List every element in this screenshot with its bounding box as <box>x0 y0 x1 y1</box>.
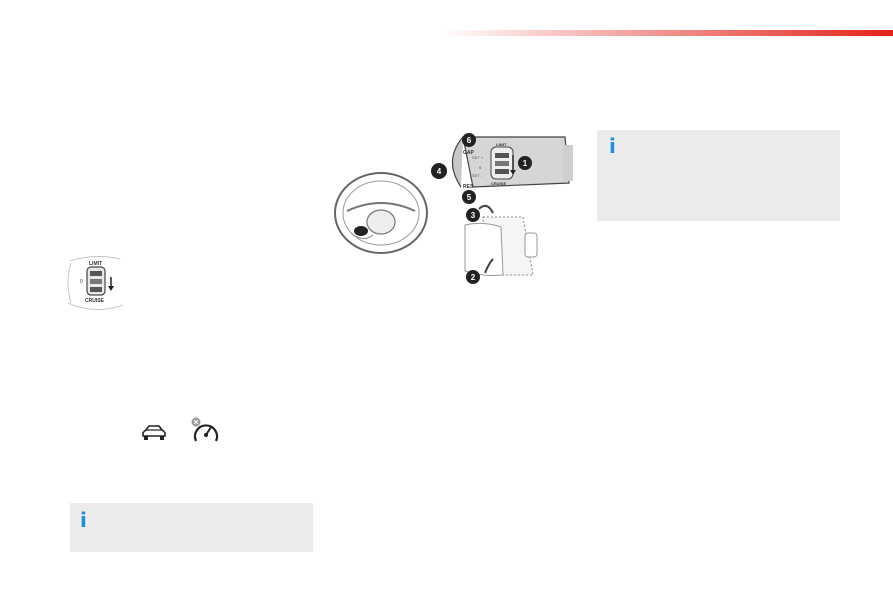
info-box-right: i <box>597 130 840 221</box>
svg-text:1: 1 <box>523 159 528 168</box>
header-accent-bar <box>440 30 893 36</box>
stalk-label-cruise: CRUISE <box>491 181 506 186</box>
lever-label-limit: LIMIT <box>89 261 102 267</box>
stalk-label-zero: 0 <box>479 165 482 170</box>
info-icon: i <box>609 134 616 158</box>
svg-text:4: 4 <box>437 167 442 176</box>
callout-1: 1 <box>518 156 532 170</box>
callout-2: 2 <box>466 270 480 284</box>
callout-4: 4 <box>431 163 447 179</box>
stalk-label-set-plus: SET + <box>472 155 484 160</box>
steering-stalk-illustration: GAP RES LIMIT CRUISE SET + SET - 0 1 2 3… <box>334 133 573 284</box>
car-icon <box>142 425 166 440</box>
callout-3: 3 <box>466 208 480 222</box>
svg-text:3: 3 <box>471 211 476 220</box>
cruise-lever-illustration: LIMIT CRUISE 0 <box>67 256 124 310</box>
stalk-label-res: RES <box>463 184 474 190</box>
lever-label-cruise: CRUISE <box>85 298 105 304</box>
callout-6: 6 <box>462 133 476 147</box>
stalk-label-gap: GAP <box>463 150 475 156</box>
svg-text:6: 6 <box>467 136 472 145</box>
stalk-label-set-minus: SET - <box>472 173 483 178</box>
lever-label-zero: 0 <box>80 279 83 285</box>
callout-5: 5 <box>462 190 476 204</box>
info-box-left: i <box>70 503 313 552</box>
stalk-body: GAP RES LIMIT CRUISE SET + SET - 0 <box>451 136 573 190</box>
steering-column <box>464 216 538 276</box>
svg-text:2: 2 <box>471 273 476 282</box>
speed-limiter-icon <box>191 417 219 442</box>
steering-wheel-icon <box>334 172 428 254</box>
stalk-label-limit: LIMIT <box>496 142 507 147</box>
info-icon: i <box>80 508 87 532</box>
svg-text:5: 5 <box>467 193 472 202</box>
